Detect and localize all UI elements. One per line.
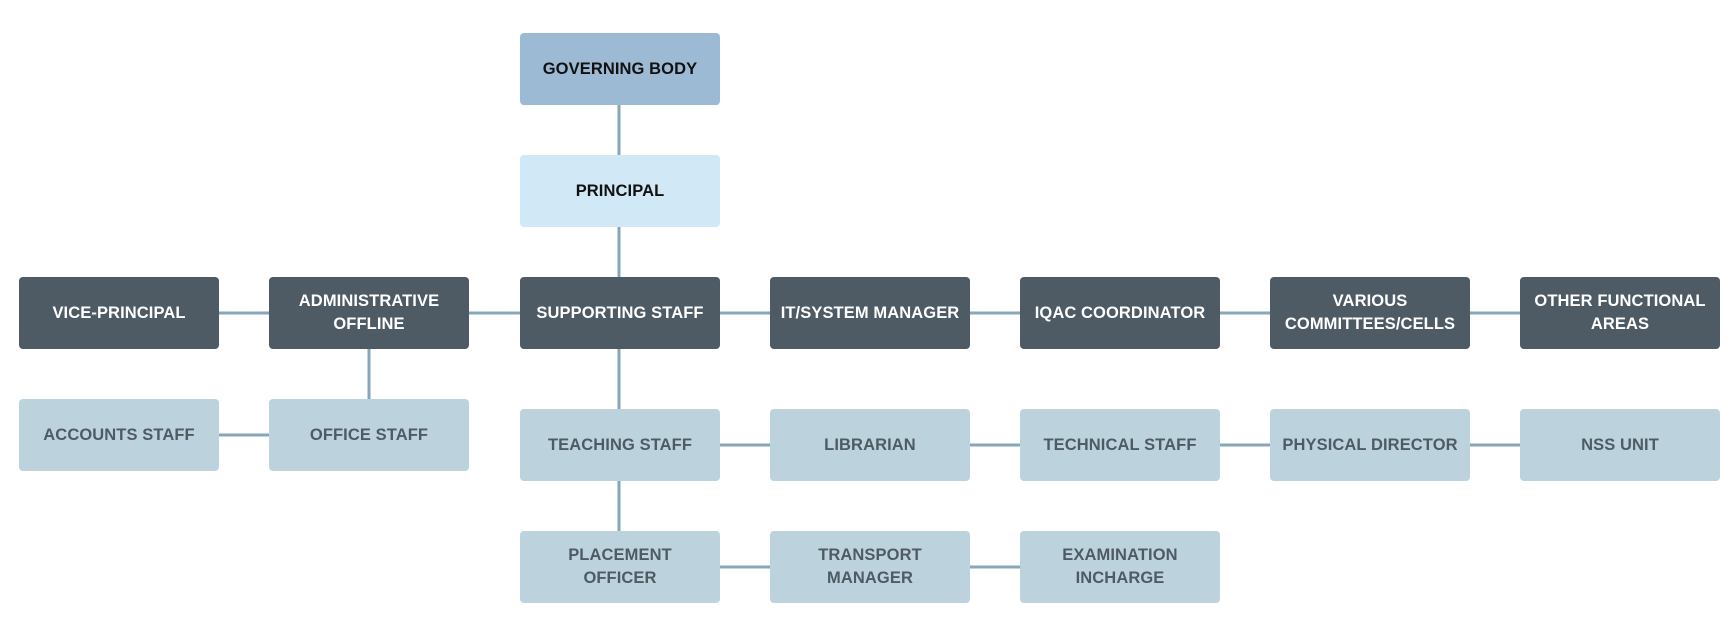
node-other-functional-areas: OTHER FUNCTIONAL AREAS [1520,277,1720,349]
node-librarian: LIBRARIAN [770,409,970,481]
node-office-staff: OFFICE STAFF [269,399,469,471]
node-physical-director: PHYSICAL DIRECTOR [1270,409,1470,481]
node-transport-manager: TRANSPORT MANAGER [770,531,970,603]
node-principal: PRINCIPAL [520,155,720,227]
node-it-system-manager: IT/SYSTEM MANAGER [770,277,970,349]
node-various-committees: VARIOUS COMMITTEES/CELLS [1270,277,1470,349]
node-supporting-staff: SUPPORTING STAFF [520,277,720,349]
node-iqac-coordinator: IQAC COORDINATOR [1020,277,1220,349]
node-nss-unit: NSS UNIT [1520,409,1720,481]
node-governing-body: GOVERNING BODY [520,33,720,105]
node-placement-officer: PLACEMENT OFFICER [520,531,720,603]
node-administrative-offline: ADMINISTRATIVE OFFLINE [269,277,469,349]
node-accounts-staff: ACCOUNTS STAFF [19,399,219,471]
node-teaching-staff: TEACHING STAFF [520,409,720,481]
node-vice-principal: VICE-PRINCIPAL [19,277,219,349]
node-examination-incharge: EXAMINATION INCHARGE [1020,531,1220,603]
node-technical-staff: TECHNICAL STAFF [1020,409,1220,481]
